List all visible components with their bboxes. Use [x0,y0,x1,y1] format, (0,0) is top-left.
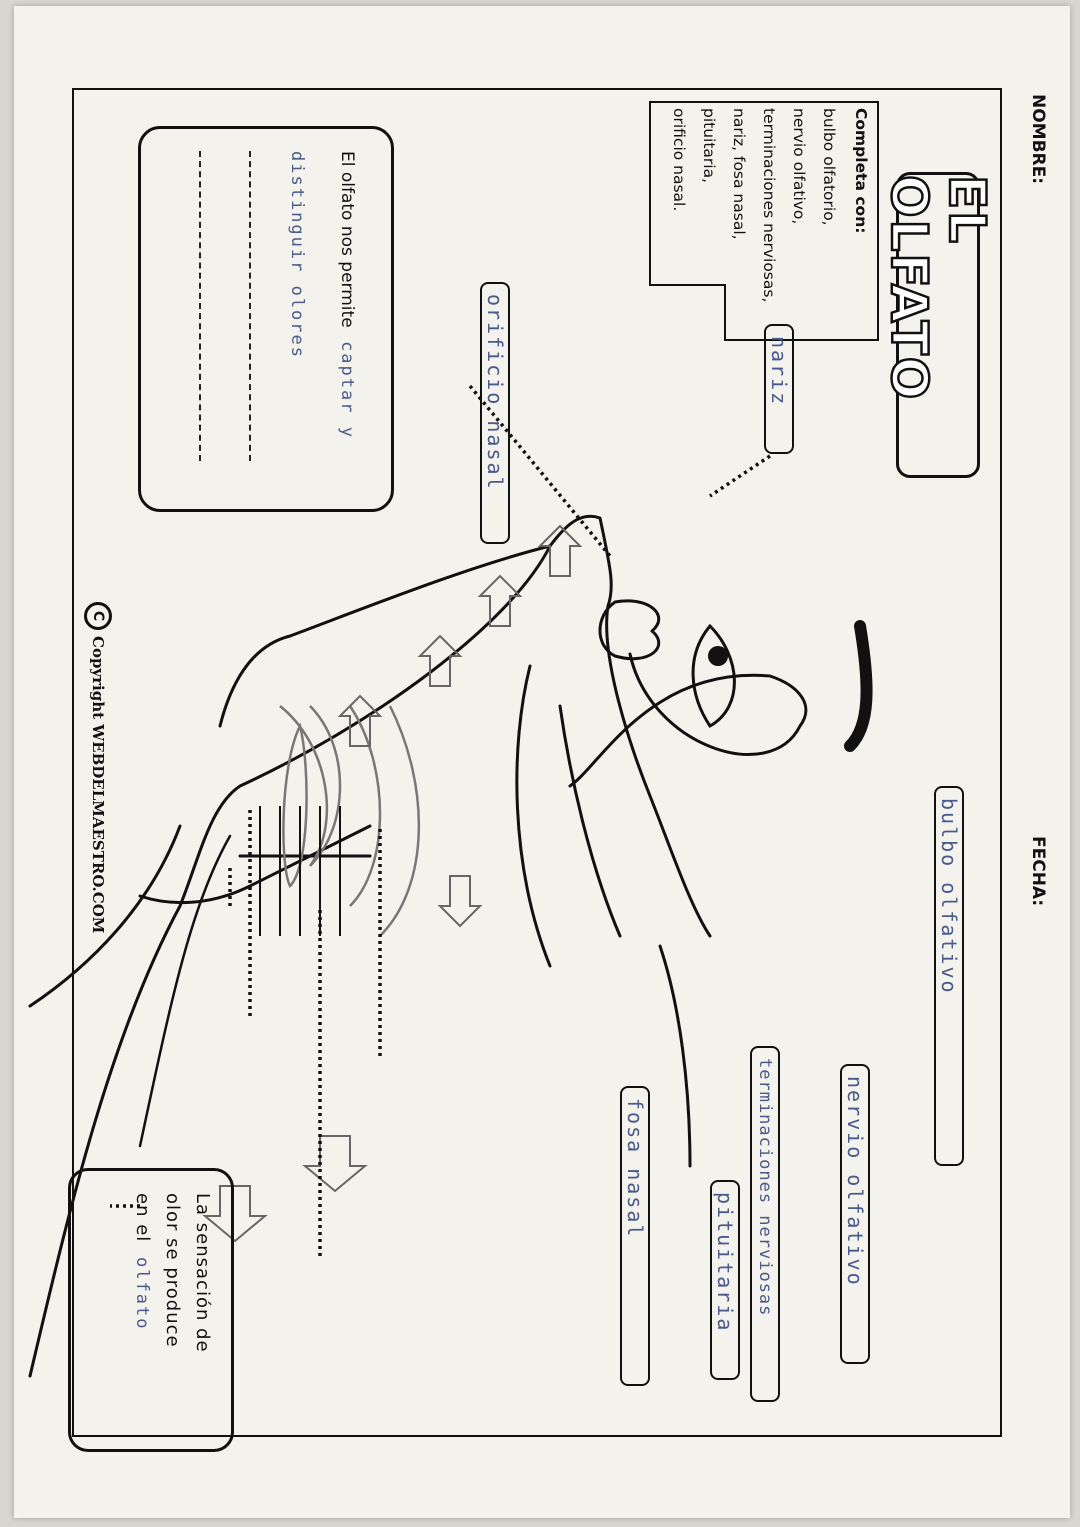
question-sensacion-line3: en el [132,1193,153,1243]
olfactory-nerve-line [138,834,232,1148]
question-sensacion-line1: La sensación de [192,1193,213,1353]
turbinate-upper [279,705,342,867]
turbinate-lower [379,705,421,937]
eyebrow [844,620,873,752]
label-box-bulbo-olfatorio[interactable]: bulbo olfativo [934,786,964,1166]
question-sensacion-line3-wrap: en el olfato [132,1193,153,1330]
question-olfato-answer-1[interactable]: captar y [337,341,357,439]
answer-nervio-olfativo: nervio olfativo [843,1076,867,1287]
copyright-text: Copyright WEBDELMAESTRO.COM [89,636,107,934]
answer-line [249,151,251,461]
eye-pupil [708,646,728,666]
pointer-orificio-nasal [468,384,612,558]
neck-line [28,824,182,1008]
airflow-arrow [417,634,463,687]
label-box-pituitaria[interactable]: pituitaria [710,1180,740,1380]
throat-line [658,944,692,1168]
answer-line [199,151,201,461]
question-olfato-prompt: El olfato nos permite [337,151,357,328]
airflow-arrow [537,524,583,577]
answer-nariz: nariz [767,336,791,407]
palate-line [515,664,552,968]
copyright-notice: C Copyright WEBDELMAESTRO.COM [84,602,112,933]
question-sensacion-answer[interactable]: olfato [132,1257,152,1331]
label-box-terminaciones-nerviosas[interactable]: terminaciones nerviosas [750,1046,780,1402]
airflow-arrow [477,574,523,627]
answer-terminaciones-nerviosas: terminaciones nerviosas [755,1058,775,1317]
label-box-fosa-nasal[interactable]: fosa nasal [620,1086,650,1386]
eye [691,623,736,728]
answer-orificio-nasal: orificio nasal [483,294,507,491]
answer-pituitaria: pituitaria [713,1192,737,1333]
question-olfato-text: El olfato nos permite captar y [337,151,357,439]
turbinate-middle [348,705,382,907]
pointer-nariz [709,454,771,498]
face-profile-line [28,514,712,1378]
copyright-icon: C [84,602,112,630]
label-box-nervio-olfativo[interactable]: nervio olfativo [840,1064,870,1364]
turbinate-shape [282,722,308,889]
label-box-nariz[interactable]: nariz [764,324,794,454]
worksheet-paper: NOMBRE: FECHA: EL OLFATO Completa con: b… [14,6,1070,1518]
question-box-sensacion: La sensación de olor se produce en el ol… [68,1168,234,1452]
head-cross-section-diagram [28,384,873,1378]
airflow-arrow [337,694,383,747]
question-sensacion-line2: olor se produce [162,1193,183,1348]
worksheet-rotated: NOMBRE: FECHA: EL OLFATO Completa con: b… [14,6,1070,1518]
olfactory-region [138,824,372,904]
answer-fosa-nasal: fosa nasal [623,1098,647,1239]
mouth-outline [568,652,808,788]
airflow-arrow [202,1185,268,1243]
lips [598,599,661,661]
word-bank-outline [649,101,879,341]
answer-bulbo-olfatorio: bulbo olfativo [937,798,961,995]
airflow-arrow [437,875,483,928]
question-box-olfato: El olfato nos permite captar y distingui… [138,126,394,512]
airflow-arrow [302,1135,368,1193]
label-box-orificio-nasal[interactable]: orificio nasal [480,282,510,544]
tongue-line [558,704,622,938]
nasal-bridge-line [218,544,552,728]
question-olfato-answer-2[interactable]: distinguir olores [287,151,307,359]
